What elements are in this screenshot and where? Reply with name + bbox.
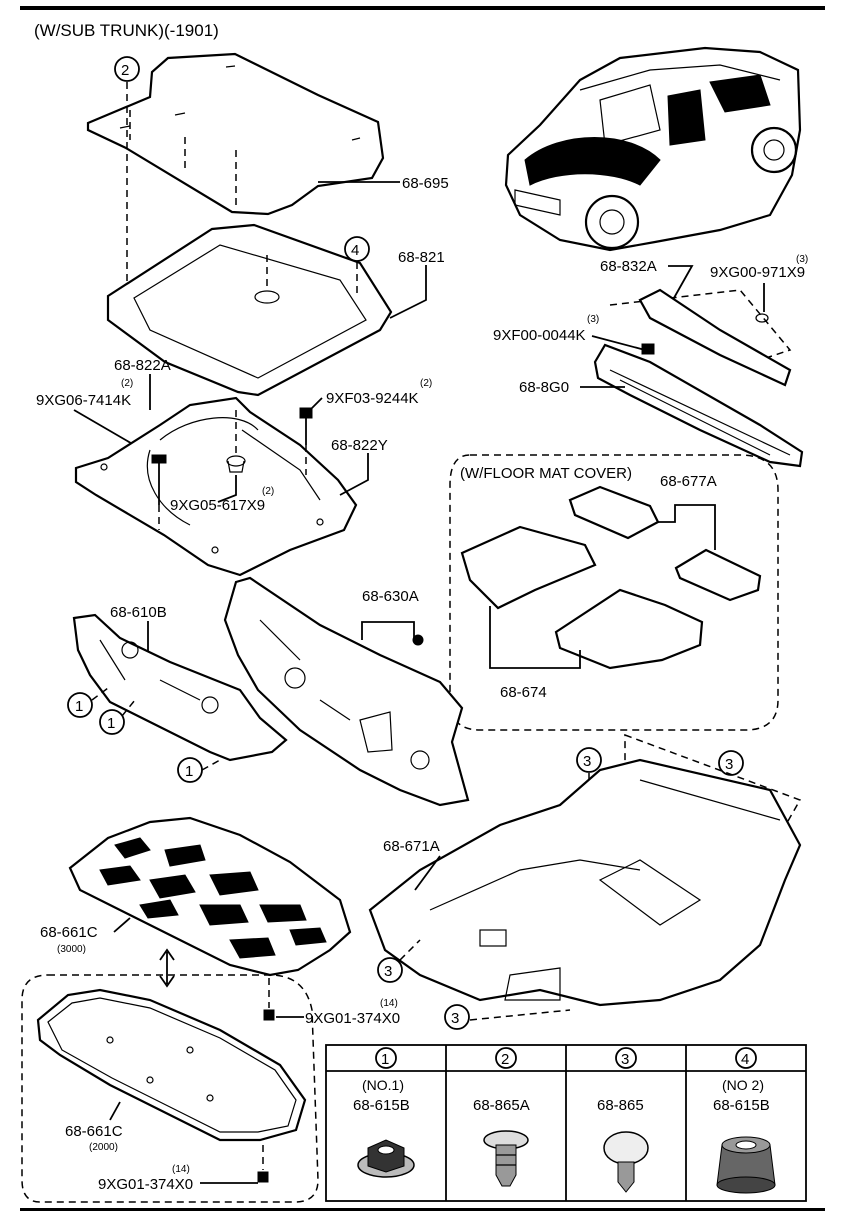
top-rule (20, 6, 825, 10)
clip-68-630A[interactable] (412, 634, 424, 646)
part-68-832A-rail[interactable] (609, 288, 792, 387)
label-68-671A: 68-671A (383, 838, 440, 855)
svg-text:3: 3 (621, 1051, 629, 1068)
label-68-832A: 68-832A (600, 258, 657, 275)
mat-rear-small-right[interactable] (674, 548, 762, 602)
part-68-8G0-sill[interactable] (593, 343, 804, 468)
flange-nut-icon (357, 1139, 415, 1178)
part-68-822-bracket[interactable] (74, 396, 358, 577)
mat-front-right[interactable] (554, 588, 704, 670)
svg-text:4: 4 (741, 1051, 749, 1068)
label-68-8G0: 68-8G0 (519, 379, 569, 396)
floor-mat-box: (W/FLOOR MAT COVER) (449, 454, 779, 731)
label-68-674: 68-674 (500, 684, 547, 701)
callout-1-a: 1 (67, 692, 93, 718)
screw-9XF00[interactable] (641, 343, 655, 355)
svg-text:(NO.1): (NO.1) (362, 1077, 404, 1093)
bottom-rule (20, 1208, 825, 1211)
sub-68-661C-b: (2000) (89, 1142, 118, 1153)
part-68-695-board[interactable] (86, 52, 385, 216)
clip-9XG01-a[interactable] (263, 1009, 275, 1021)
label-68-661C-a: 68-661C (40, 924, 98, 941)
part-68-610B-insulator[interactable] (72, 613, 288, 762)
qty-9XG01-a: (14) (380, 998, 398, 1009)
svg-text:68-865: 68-865 (597, 1097, 644, 1114)
svg-text:2: 2 (501, 1051, 509, 1068)
label-9XG01-b: 9XG01-374X0 (98, 1176, 193, 1193)
sub-68-661C-a: (3000) (57, 944, 86, 955)
svg-text:1: 1 (381, 1051, 389, 1068)
clip-icon (603, 1131, 649, 1193)
qty-9XG00: (3) (796, 254, 808, 265)
part-68-661C-2000[interactable] (36, 988, 307, 1142)
push-rivet-icon (483, 1130, 529, 1187)
legend-col-3: 3 68-865 (597, 1047, 649, 1193)
callout-4: 4 (344, 236, 370, 296)
label-68-630A: 68-630A (362, 588, 419, 605)
svg-text:1: 1 (107, 715, 115, 732)
label-68-822Y: 68-822Y (331, 437, 388, 454)
nut-9XG05[interactable] (226, 455, 246, 473)
legend-col-1: 1 (NO.1) 68-615B (353, 1047, 415, 1178)
svg-text:3: 3 (583, 753, 591, 770)
label-9XG06: 9XG06-7414K (36, 392, 131, 409)
fastener-legend-table: 1 (NO.1) 68-615B 2 68-865A 3 68-86 (325, 1044, 807, 1202)
qty-9XF03: (2) (420, 378, 432, 389)
label-68-677A: 68-677A (660, 473, 717, 490)
label-9XG05: 9XG05-617X9 (170, 497, 265, 514)
part-68-630A-silencer[interactable] (223, 576, 470, 807)
label-9XG01-a: 9XG01-374X0 (305, 1010, 400, 1027)
label-68-821: 68-821 (398, 249, 445, 266)
qty-9XG05: (2) (262, 486, 274, 497)
qty-68-822A: (2) (121, 378, 133, 389)
arrow-double (159, 948, 175, 988)
nut-no2-icon (716, 1136, 776, 1194)
floor-mat-title: (W/FLOOR MAT COVER) (460, 465, 632, 482)
label-9XF00: 9XF00-0044K (493, 327, 586, 344)
label-9XG00: 9XG00-971X9 (710, 264, 805, 281)
legend-col-2: 2 68-865A (473, 1047, 530, 1187)
vehicle-illustration (504, 46, 802, 252)
svg-text:3: 3 (384, 963, 392, 980)
undercover-2000-box (21, 974, 319, 1203)
svg-text:68-615B: 68-615B (713, 1097, 770, 1114)
callout-3-top-right: 3 (718, 750, 744, 776)
label-68-661C-b: 68-661C (65, 1123, 123, 1140)
bolt-9XF03[interactable] (299, 407, 313, 445)
label-9XF03: 9XF03-9244K (326, 390, 419, 407)
label-68-610B: 68-610B (110, 604, 167, 621)
clip-9XG00[interactable] (755, 313, 769, 323)
svg-text:68-865A: 68-865A (473, 1097, 530, 1114)
callout-3-bottom-a: 3 (377, 957, 403, 983)
part-68-821-tray[interactable] (106, 223, 393, 397)
callout-2-top: 2 (114, 56, 140, 300)
part-68-671A-carpet[interactable] (368, 758, 802, 1007)
legend-col-4: 4 (NO 2) 68-615B (713, 1047, 776, 1194)
qty-9XG01-b: (14) (172, 1164, 190, 1175)
callout-1-b: 1 (99, 709, 125, 735)
svg-text:3: 3 (451, 1010, 459, 1027)
svg-text:68-615B: 68-615B (353, 1097, 410, 1114)
callout-3-bottom-b: 3 (444, 1004, 571, 1030)
svg-text:1: 1 (75, 698, 83, 715)
svg-text:3: 3 (725, 756, 733, 773)
mat-rear-small-left[interactable] (568, 485, 660, 540)
svg-text:1: 1 (185, 763, 193, 780)
diagram-title: (W/SUB TRUNK)(-1901) (34, 21, 219, 40)
label-68-695: 68-695 (402, 175, 449, 192)
bolt-9XG06[interactable] (151, 454, 167, 505)
clip-9XG01-b[interactable] (257, 1171, 269, 1183)
svg-text:4: 4 (351, 242, 359, 259)
svg-text:(NO 2): (NO 2) (722, 1077, 764, 1093)
callout-1-c: 1 (177, 757, 203, 783)
mat-front-left[interactable] (460, 525, 597, 610)
part-68-661C-3000[interactable] (68, 816, 352, 977)
label-68-822A: 68-822A (114, 357, 171, 374)
svg-text:2: 2 (121, 62, 129, 79)
qty-9XF00: (3) (587, 314, 599, 325)
